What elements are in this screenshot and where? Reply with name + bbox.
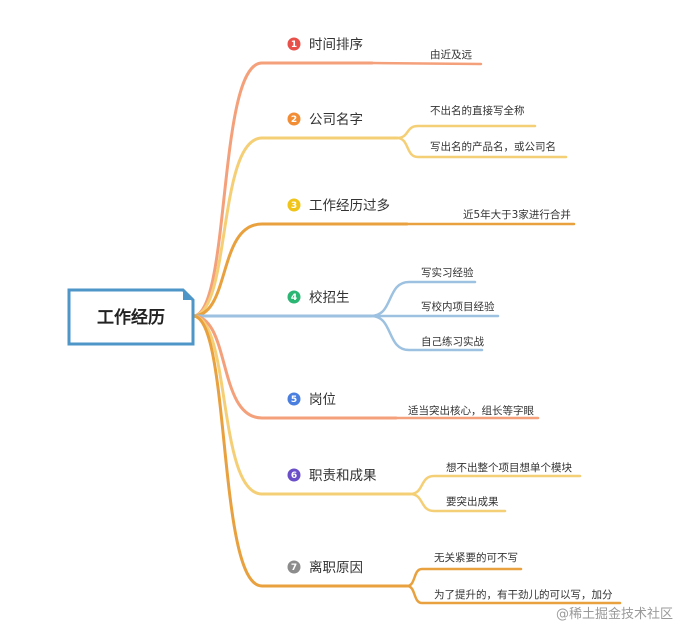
branch-label: 公司名字 bbox=[309, 112, 363, 128]
leaf-label[interactable]: 写出名的产品名，或公司名 bbox=[430, 140, 556, 153]
watermark: @稀土掘金技术社区 bbox=[556, 606, 673, 622]
branch-connector-7 bbox=[191, 314, 409, 588]
leaf-connector bbox=[369, 314, 484, 352]
number-badge-text: 4 bbox=[291, 293, 297, 303]
leaf-label[interactable]: 不出名的直接写全称 bbox=[430, 104, 525, 117]
leaf-label[interactable]: 要突出成果 bbox=[446, 495, 499, 508]
branch-node-4[interactable]: 4 校招生 bbox=[287, 289, 350, 306]
branch-node-1[interactable]: 1 时间排序 bbox=[287, 37, 364, 53]
root-node[interactable]: 工作经历 bbox=[67, 288, 195, 346]
branch-label: 时间排序 bbox=[309, 37, 363, 53]
leaf-label[interactable]: 想不出整个项目想单个模块 bbox=[446, 461, 572, 474]
leaf-connector bbox=[395, 124, 537, 140]
branch-connector-5 bbox=[191, 314, 398, 420]
branch-label: 职责和成果 bbox=[309, 468, 377, 484]
number-badge-icon bbox=[287, 290, 301, 304]
root-node-box bbox=[67, 288, 195, 346]
branch-label: 工作经历过多 bbox=[309, 197, 390, 214]
leaf-connector bbox=[370, 61, 483, 66]
branch-label: 离职原因 bbox=[309, 559, 363, 576]
branch-label: 校招生 bbox=[309, 289, 350, 306]
branch-label: 岗位 bbox=[309, 392, 336, 408]
leaf-label[interactable]: 写校内项目经验 bbox=[421, 300, 495, 313]
leaf-connector bbox=[405, 567, 523, 588]
connector-layer bbox=[191, 61, 622, 605]
leaf-label[interactable]: 自己练习实战 bbox=[421, 335, 484, 348]
number-badge-icon bbox=[287, 468, 301, 482]
branch-node-2[interactable]: 2 公司名字 bbox=[287, 112, 364, 128]
leaf-label[interactable]: 为了提升的，有干劲儿的可以写，加分 bbox=[434, 588, 613, 601]
number-badge-text: 7 bbox=[291, 563, 297, 573]
leaf-label[interactable]: 由近及远 bbox=[430, 48, 472, 61]
branch-node-6[interactable]: 6 职责和成果 bbox=[287, 468, 377, 484]
number-badge-icon bbox=[287, 560, 301, 574]
branch-connector-6 bbox=[191, 314, 412, 496]
leaf-connector bbox=[395, 136, 568, 159]
number-badge-icon bbox=[287, 392, 301, 406]
root-node-label: 工作经历 bbox=[97, 307, 165, 328]
number-badge-icon bbox=[287, 198, 301, 212]
number-badge-text: 1 bbox=[291, 40, 297, 50]
root-node-fold bbox=[183, 290, 193, 300]
branch-connector-2 bbox=[191, 136, 399, 318]
branch-node-3[interactable]: 3 工作经历过多 bbox=[287, 197, 391, 214]
number-badge-icon bbox=[287, 112, 301, 126]
branch-connector-3 bbox=[191, 222, 409, 318]
leaf-label[interactable]: 无关紧要的可不写 bbox=[434, 551, 518, 564]
number-badge-text: 3 bbox=[291, 201, 297, 211]
leaf-label[interactable]: 近5年大于3家进行合并 bbox=[463, 208, 571, 221]
leaf-label[interactable]: 适当突出核心，组长等字眼 bbox=[408, 404, 534, 417]
number-badge-icon bbox=[287, 37, 301, 51]
number-badge-text: 5 bbox=[291, 395, 297, 405]
leaf-connector bbox=[405, 584, 622, 605]
leaf-connector bbox=[408, 474, 582, 496]
number-badge-text: 2 bbox=[291, 115, 297, 125]
branch-node-7[interactable]: 7 离职原因 bbox=[287, 559, 364, 576]
branch-node-5[interactable]: 5 岗位 bbox=[287, 392, 337, 408]
leaf-connector bbox=[408, 492, 507, 513]
number-badge-text: 6 bbox=[291, 471, 297, 481]
branch-connector-1 bbox=[191, 61, 374, 318]
leaf-label[interactable]: 写实习经验 bbox=[421, 266, 474, 279]
